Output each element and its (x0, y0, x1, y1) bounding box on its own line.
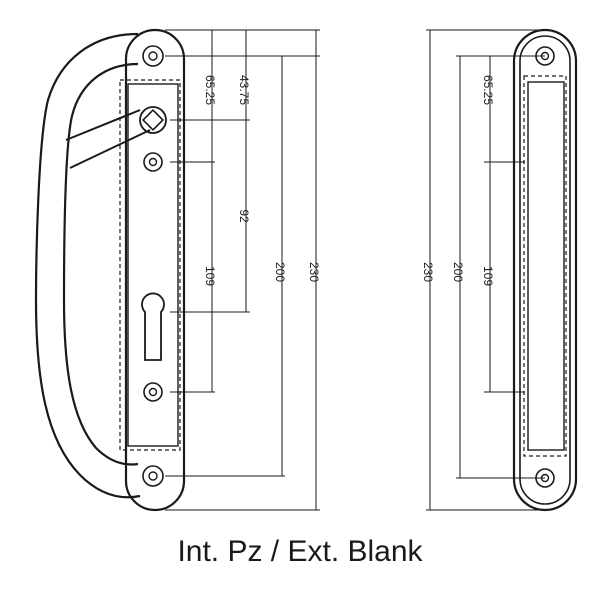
spindle-hole (139, 106, 167, 134)
backplate-inner-dashed (119, 79, 181, 451)
right-view-dimension-labels: 65.25 200 109 230 (421, 75, 495, 286)
left-view-dimension-labels: 65.25 43.75 92 109 200 230 (203, 75, 321, 286)
backplate-outer (124, 28, 186, 512)
bottom-screw (142, 465, 164, 487)
blank-plate-mid (519, 35, 571, 505)
top-screw (142, 45, 164, 67)
handle-grip-outer (34, 32, 141, 499)
euro-cylinder-cutout (141, 292, 165, 361)
dim-200-left: 200 (273, 262, 287, 282)
dim-43-75-left: 43.75 (237, 75, 251, 105)
upper-screw (143, 152, 163, 172)
blank-plate-recess-dashed (523, 75, 567, 457)
dim-200-right: 200 (451, 262, 465, 282)
backplate-inner (127, 83, 179, 447)
dim-109-right: 109 (481, 266, 495, 286)
dim-65-25-left: 65.25 (203, 75, 217, 105)
left-view-dimensions (165, 29, 320, 511)
dim-92-left: 92 (237, 209, 251, 223)
handle-grip-inner (62, 62, 139, 466)
handle-lever-arm (65, 109, 151, 169)
right-view-plate (512, 28, 578, 512)
right-view-dimensions (426, 29, 545, 511)
left-view-handle (34, 28, 186, 512)
dim-230-left: 230 (307, 262, 321, 282)
dim-109-left: 109 (203, 266, 217, 286)
drawing-caption: Int. Pz / Ext. Blank (177, 535, 423, 568)
dim-230-right: 230 (421, 262, 435, 282)
blank-plate-recess (527, 81, 565, 451)
blank-plate-outer (512, 28, 578, 512)
dim-65-25-right: 65.25 (481, 75, 495, 105)
lower-screw (143, 382, 163, 402)
